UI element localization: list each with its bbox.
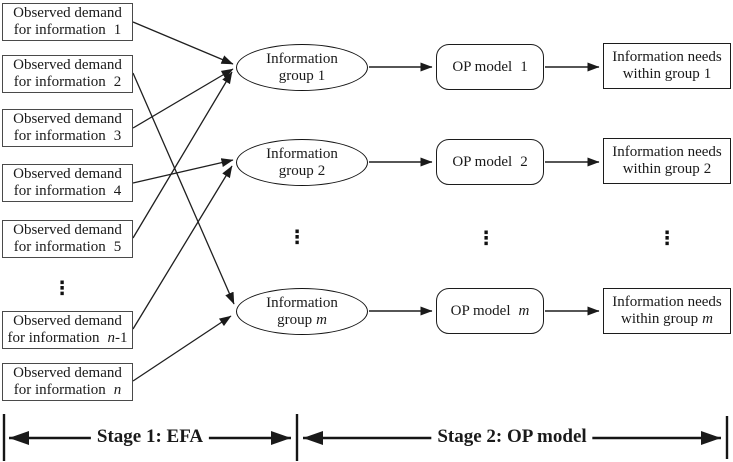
label-num: 2 <box>703 161 712 177</box>
op-model-box-m: OP model m <box>436 288 544 334</box>
op-to-needs-arrows <box>545 62 600 316</box>
ellipse-line1: Information <box>266 294 338 311</box>
label-text: OP model <box>450 302 511 319</box>
observed-demand-box-3: Observed demand for information 3 <box>2 109 133 147</box>
observed-demand-box-n: Observed demand for information n <box>2 363 133 401</box>
box-line1: Observed demand <box>13 312 122 329</box>
label-text: for information <box>7 330 100 346</box>
box-line2: for information 2 <box>3 74 132 92</box>
stage1-label: Stage 1: EFA <box>90 426 210 449</box>
box-line1: Observed demand <box>13 56 122 73</box>
label-num: 1 <box>317 67 326 84</box>
label-text: group <box>278 162 314 179</box>
op-model-box-2: OP model 2 <box>436 139 544 185</box>
vertical-ellipsis-left: ⋮ <box>52 277 72 300</box>
label-italic: m <box>316 311 327 328</box>
label-text: for information <box>13 74 106 90</box>
observed-demand-box-1: Observed demand for information 1 <box>2 3 133 41</box>
box-line2: for information n <box>3 382 132 400</box>
box-line1: Observed demand <box>13 364 122 381</box>
ellipse-line1: Information <box>266 145 338 162</box>
label-num: 1 <box>113 22 122 38</box>
box-line2: for information n-1 <box>3 330 132 348</box>
group-to-op-arrows <box>369 62 433 316</box>
efa-loading-arrows <box>132 21 235 382</box>
box-line2: for information 1 <box>3 22 132 40</box>
label-text: within group <box>621 311 699 327</box>
label-num: 2 <box>317 162 326 179</box>
label-text: for information <box>13 239 106 255</box>
label-italic: n <box>107 330 116 346</box>
label-num: 1 <box>703 66 712 82</box>
label-italic: m <box>518 302 530 319</box>
observed-demand-box-5: Observed demand for information 5 <box>2 220 133 258</box>
stage2-label: Stage 2: OP model <box>431 426 593 449</box>
label-text: for information <box>13 382 106 398</box>
box-line1: Observed demand <box>13 4 122 21</box>
label-text: for information <box>13 128 106 144</box>
label-text: group <box>277 311 313 328</box>
box-line2: for information 5 <box>3 239 132 257</box>
label-text: for information <box>13 22 106 38</box>
label-text: within group <box>622 161 700 177</box>
label-num: 4 <box>113 183 122 199</box>
label-text: group <box>278 67 314 84</box>
label-text: OP model <box>452 58 513 75</box>
label-num: 2 <box>520 153 528 170</box>
vertical-ellipsis-needs: ⋮ <box>657 227 677 250</box>
label-num: 2 <box>113 74 122 90</box>
box-line1: Information needs <box>612 48 722 65</box>
box-line1: Observed demand <box>13 110 122 127</box>
vertical-ellipsis-groups: ⋮ <box>287 226 307 249</box>
observed-demand-box-2: Observed demand for information 2 <box>2 55 133 93</box>
label-num: 3 <box>113 128 122 144</box>
label-italic: m <box>702 311 713 327</box>
observed-demand-box-n-1: Observed demand for information n-1 <box>2 311 133 349</box>
label-text: within group <box>622 66 700 82</box>
label-italic: n <box>113 382 122 398</box>
label-text: for information <box>13 183 106 199</box>
op-model-box-1: OP model 1 <box>436 44 544 90</box>
label-num: 5 <box>113 239 122 255</box>
observed-demand-box-4: Observed demand for information 4 <box>2 164 133 202</box>
box-line1: Observed demand <box>13 221 122 238</box>
label-num: 1 <box>520 58 528 75</box>
ellipse-line1: Information <box>266 50 338 67</box>
vertical-ellipsis-op: ⋮ <box>476 227 496 250</box>
box-line2: for information 3 <box>3 128 132 146</box>
box-line1: Information needs <box>612 293 722 310</box>
box-line1: Information needs <box>612 143 722 160</box>
box-line1: Observed demand <box>13 165 122 182</box>
box-line2: for information 4 <box>3 183 132 201</box>
label-text: OP model <box>452 153 513 170</box>
label-num: -1 <box>115 330 128 346</box>
